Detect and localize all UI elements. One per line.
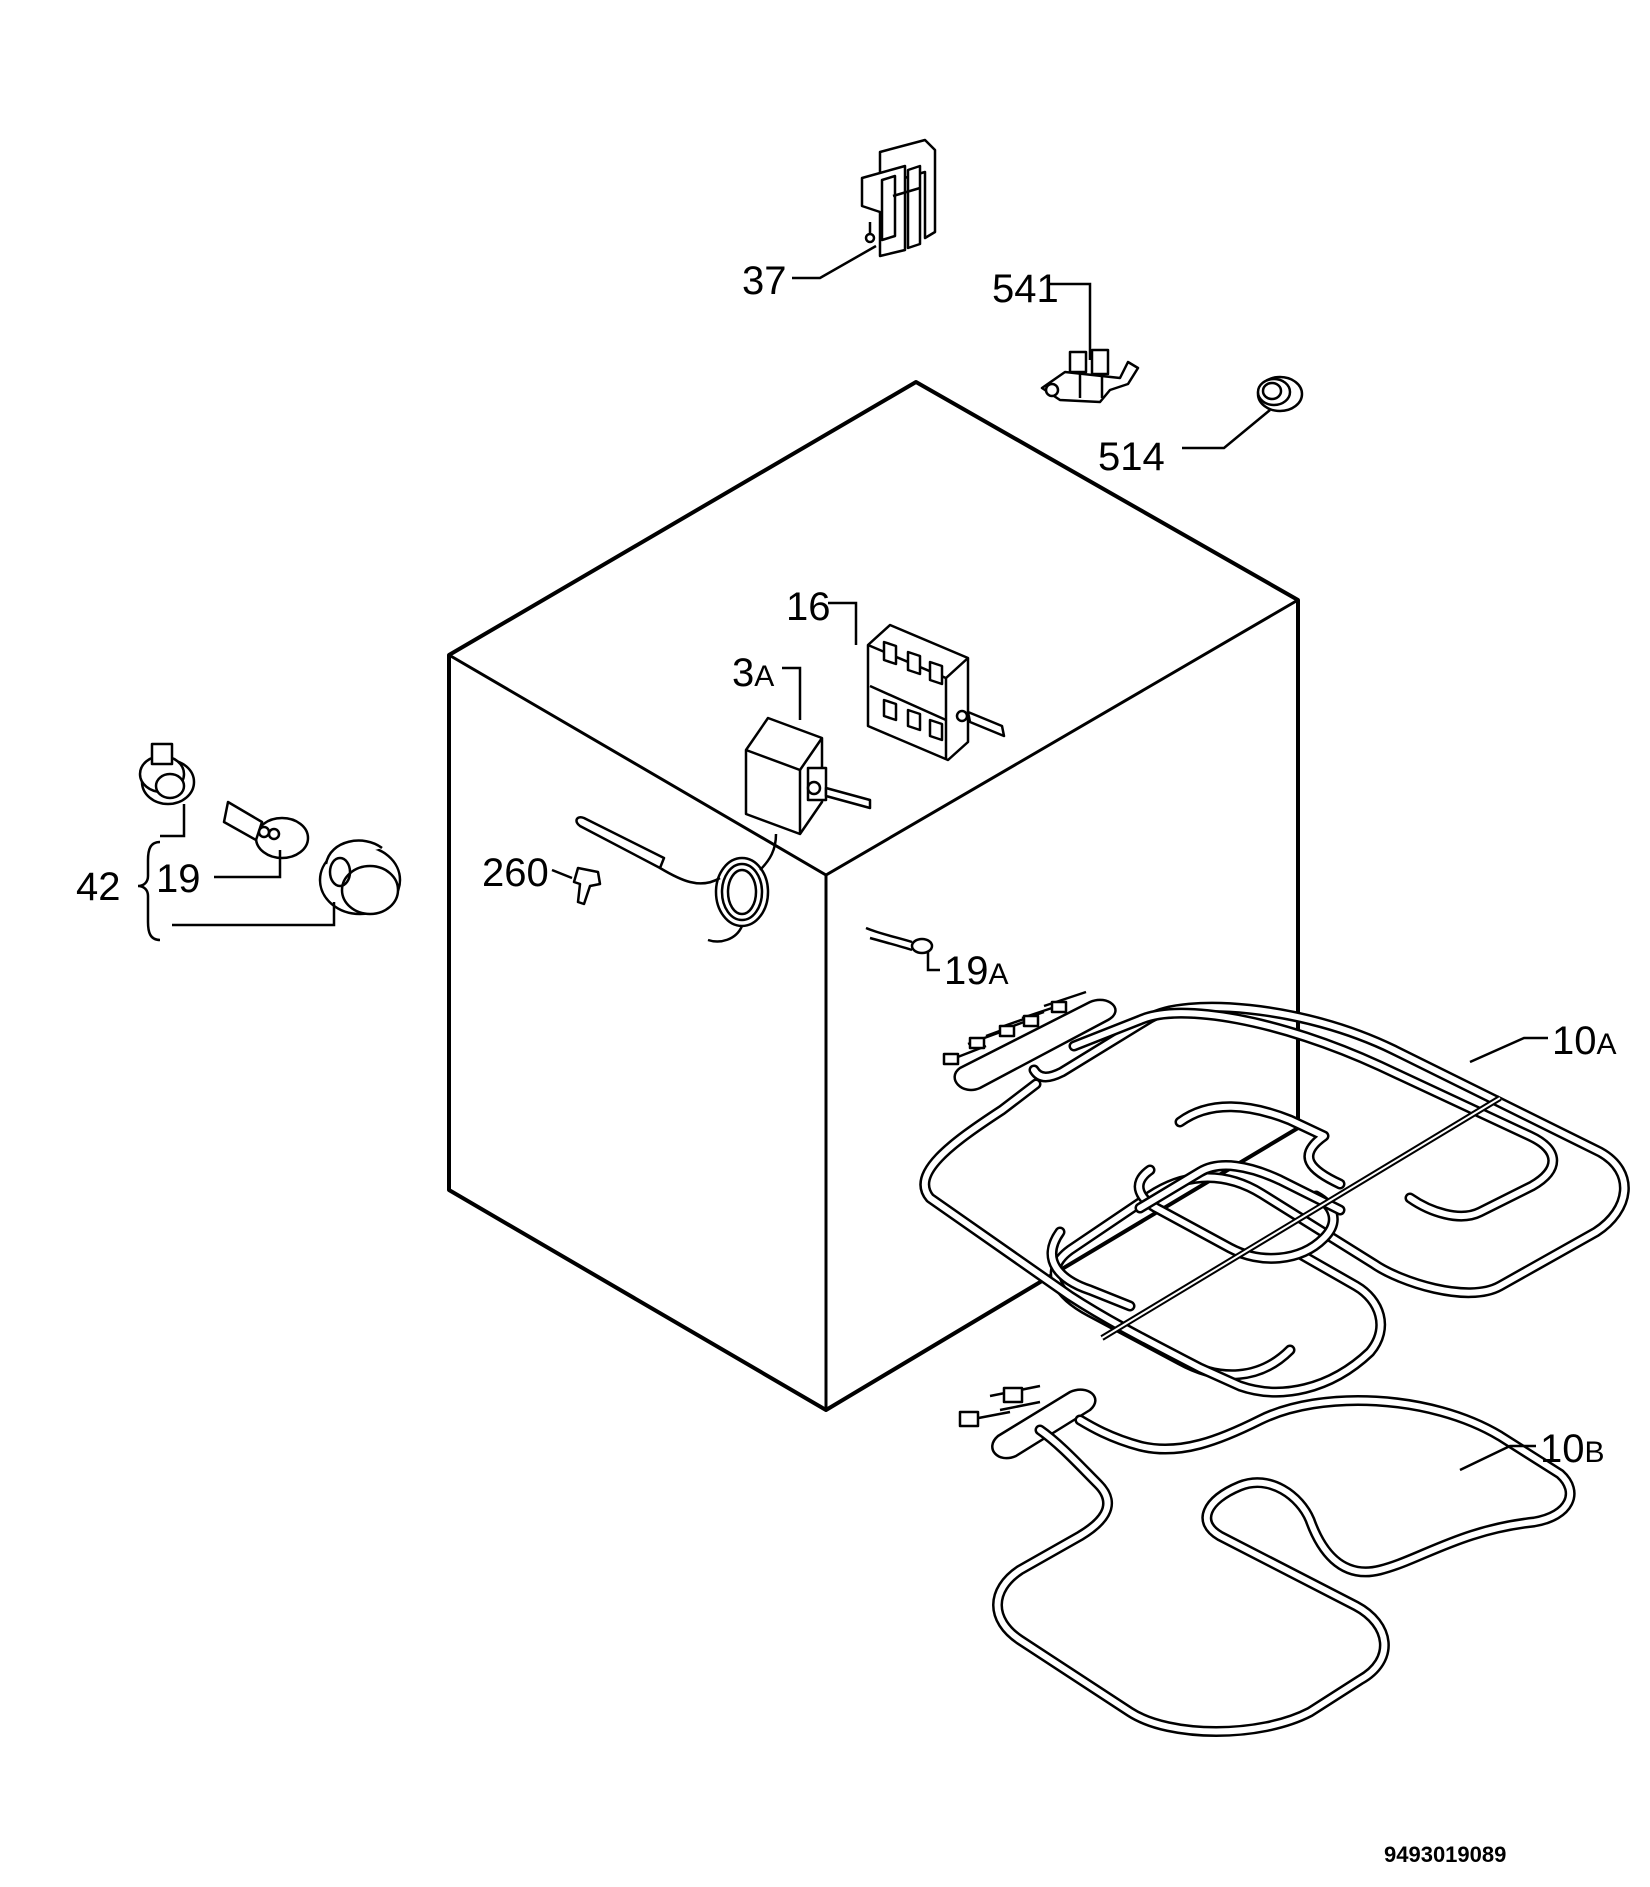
part-37-switch (860, 138, 937, 258)
label-260: 260 (482, 851, 549, 895)
part-10a-grill-element (919, 990, 1630, 1398)
label-16: 16 (786, 585, 831, 629)
part-19-lamp-bulb (222, 800, 310, 860)
part-10b-bottom-element (958, 1384, 1576, 1737)
oven-cavity-box (447, 380, 1300, 1412)
part-19a-lamp-wire (865, 926, 934, 955)
label-541: 541 (992, 267, 1059, 311)
label-10b-number: 10 (1540, 1427, 1585, 1471)
label-3a-number: 3 (732, 651, 754, 695)
part-3a-thermostat (575, 716, 872, 943)
label-10b: 10B (1540, 1427, 1605, 1471)
label-3a: 3A (732, 651, 774, 695)
label-10a: 10A (1552, 1019, 1617, 1063)
label-10a-number: 10 (1552, 1019, 1597, 1063)
part-260-clip (572, 866, 602, 906)
part-42-glass-cover (318, 839, 402, 916)
part-514-grommet (1256, 375, 1304, 413)
label-19: 19 (156, 857, 201, 901)
label-42: 42 (76, 865, 121, 909)
label-10a-suffix: A (1597, 1028, 1617, 1061)
label-3a-suffix: A (754, 660, 774, 693)
part-16-selector-switch (866, 623, 1006, 762)
label-10b-suffix: B (1585, 1436, 1605, 1469)
leader-lines (137, 244, 1548, 1472)
part-42-lampholder (138, 742, 196, 806)
document-number: 9493019089 (1384, 1842, 1506, 1867)
part-541-microswitch (1040, 348, 1140, 404)
label-19a-number: 19 (944, 949, 989, 993)
label-19a: 19A (944, 949, 1009, 993)
label-514: 514 (1098, 435, 1165, 479)
label-19a-suffix: A (989, 958, 1009, 991)
label-37: 37 (742, 259, 787, 303)
